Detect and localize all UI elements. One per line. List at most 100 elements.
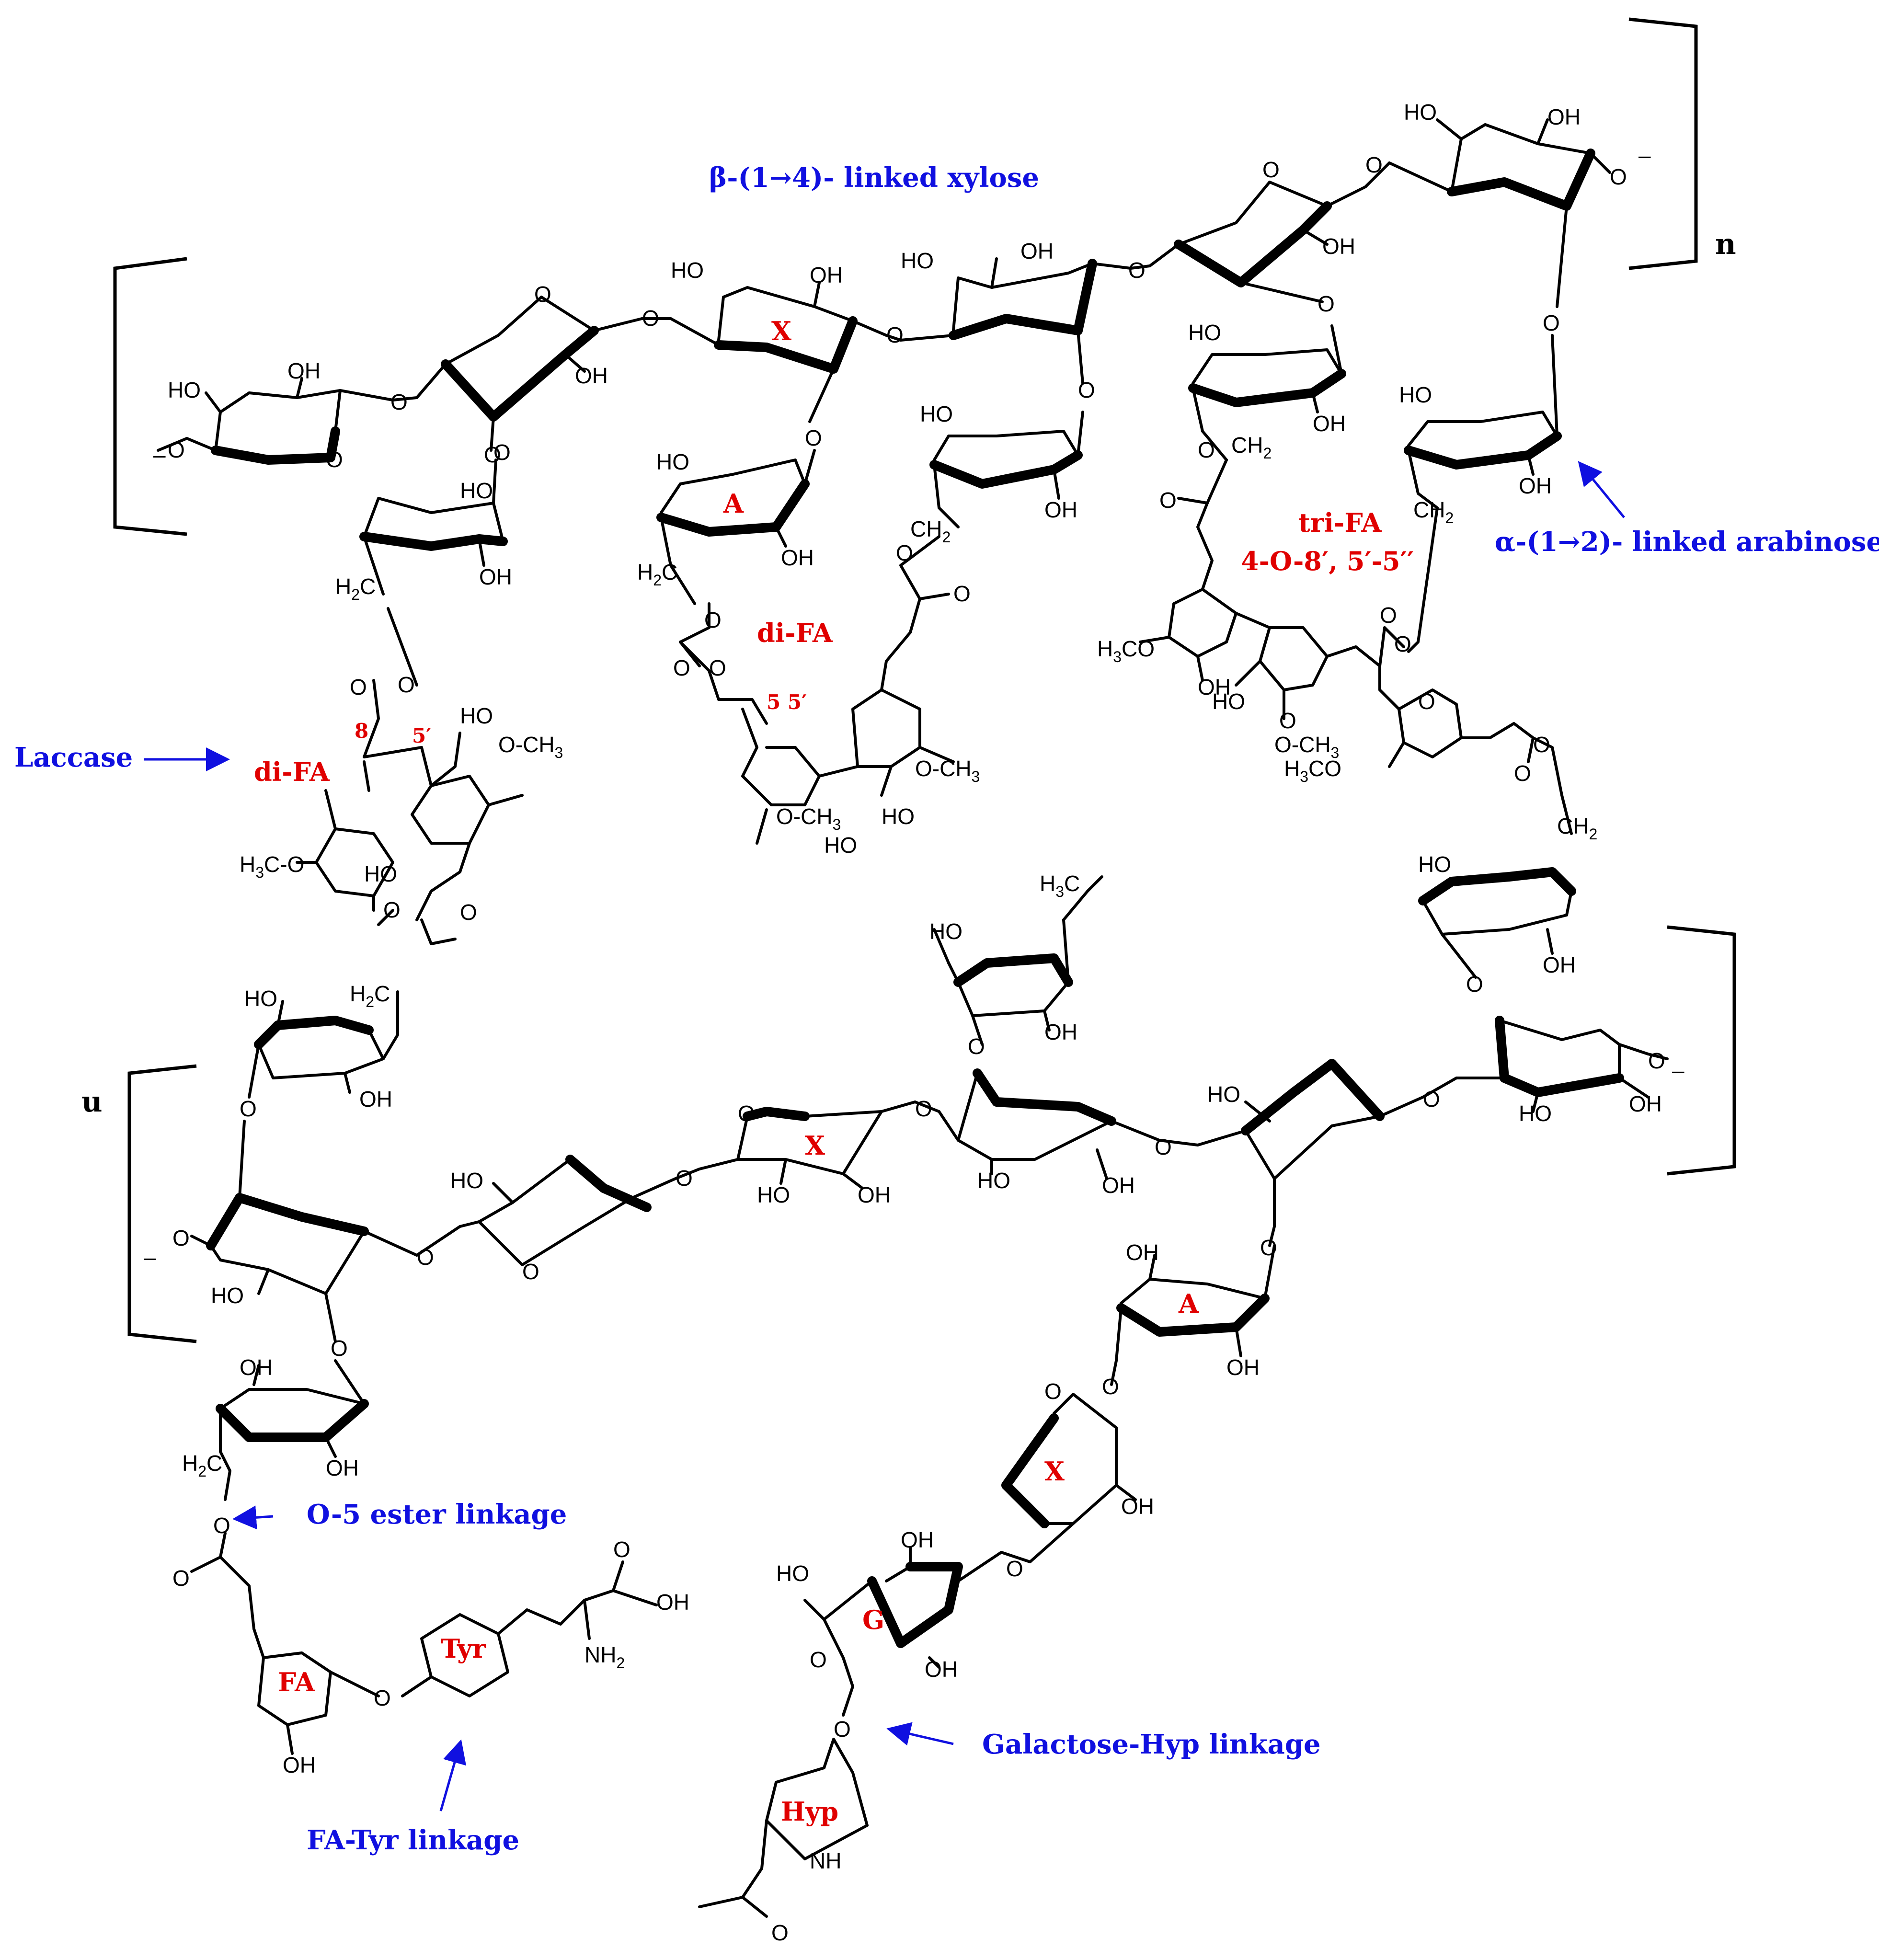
trifa-structure	[1139, 458, 1563, 797]
atom-ho: HO	[1399, 382, 1432, 407]
atom-o: O	[213, 1513, 230, 1538]
xylose-ring-1	[185, 377, 394, 465]
repeat-n: n	[1715, 228, 1736, 261]
atom-o: O	[953, 581, 971, 606]
atom-o: O	[810, 1647, 827, 1672]
atom-ho: HO	[211, 1283, 244, 1308]
xylose-ring-center-lower	[1196, 1059, 1424, 1228]
atom-o: O	[168, 437, 185, 462]
atom-o: O	[704, 607, 722, 632]
bracket-top-left	[113, 257, 187, 536]
atom-ho: HO	[977, 1168, 1010, 1193]
label-xylose-x1: X	[771, 316, 791, 346]
label-galactose-g: G	[862, 1605, 884, 1635]
atom-o: O	[493, 440, 511, 465]
hyp-ring	[698, 1738, 869, 1918]
arabinose-ring-1	[359, 458, 508, 596]
atom-oh: OH	[479, 564, 512, 589]
atom-o: O	[1155, 1135, 1172, 1159]
atom-h2c: H2C	[350, 981, 390, 1010]
atom-ho: HO	[757, 1182, 790, 1207]
atom-o: O	[1418, 689, 1435, 714]
arrow-ester	[232, 1505, 274, 1530]
xylose-ring-x-lower	[698, 1100, 917, 1190]
atom-oh: OH	[283, 1753, 316, 1777]
atom-oh: OH	[1102, 1173, 1135, 1198]
atom-nh2: NH2	[584, 1642, 625, 1672]
arabinose-ring-left-lower-upper	[248, 990, 399, 1099]
label-pos-5-5prime: 5 5′	[767, 690, 807, 714]
atom-oh: OH	[359, 1087, 392, 1112]
xylose-ring-6	[1388, 118, 1611, 308]
atom-o: O	[1279, 708, 1296, 733]
atom-h2c: H2C	[637, 560, 677, 589]
atom-labels: – O HO OH O O O OH O O HO OH O HO OH O O…	[144, 100, 1684, 1945]
atom-o: O	[374, 1685, 391, 1710]
atom-o: O	[886, 322, 904, 347]
atom-o: O	[676, 1166, 693, 1191]
atom-h3co: H3CO	[1097, 636, 1155, 665]
label-xylose-x3: X	[1044, 1456, 1065, 1487]
arrow-fa-tyr	[439, 1739, 467, 1811]
atom-o: O	[390, 390, 408, 414]
atom-oh: OH	[326, 1456, 359, 1480]
atom-o: O	[1078, 378, 1095, 402]
atom-o: O	[1318, 291, 1335, 316]
xylose-ring-left-lower-o	[458, 1155, 677, 1266]
atom-ch2: CH2	[1231, 433, 1272, 462]
atom-o: O	[738, 1101, 755, 1126]
atom-o: O	[326, 447, 343, 472]
svg-text:–: –	[1638, 143, 1651, 168]
difa-left-structure	[296, 607, 524, 945]
label-hyp: Hyp	[781, 1796, 838, 1827]
atom-ho: HO	[929, 919, 962, 944]
label-arabinose-linkage: α-(1→2)- linked arabinose	[1495, 526, 1879, 558]
atom-ho: HO	[776, 1561, 809, 1586]
svg-text:–: –	[1672, 1058, 1684, 1083]
atom-oh: OH	[1519, 473, 1552, 498]
atom-o: O	[1262, 157, 1280, 182]
bracket-bottom-left	[127, 1064, 197, 1343]
atom-o: O	[1380, 603, 1397, 628]
atom-och3: O-CH3	[1274, 732, 1339, 761]
label-laccase: Laccase	[14, 742, 133, 773]
atom-o: O	[968, 1034, 985, 1059]
atom-oh: OH	[575, 363, 608, 388]
atom-h2c: H2C	[182, 1451, 222, 1480]
atom-o: O	[1533, 732, 1550, 757]
fucose-ring	[947, 918, 1073, 1046]
atom-o: O	[383, 897, 401, 922]
atom-oh: OH	[1629, 1091, 1662, 1116]
arabinose-ring-a-lower	[1115, 1244, 1276, 1362]
galactose-ring-g	[803, 1546, 1003, 1717]
atom-cooh: OH	[656, 1590, 689, 1615]
atom-oh: OH	[1126, 1240, 1159, 1265]
bracket-bottom-right	[1667, 925, 1736, 1176]
atom-oh: OH	[1322, 234, 1355, 259]
atom-o: O	[240, 1096, 257, 1121]
label-fa-tyr-linkage: FA-Tyr linkage	[307, 1824, 519, 1856]
label-tyr: Tyr	[441, 1633, 486, 1664]
label-difa-left: di-FA	[254, 756, 330, 787]
atom-ch2: CH2	[910, 516, 951, 546]
svg-text:–: –	[144, 1245, 156, 1270]
atom-o: O	[709, 655, 726, 680]
atom-o: O	[417, 1245, 434, 1270]
atom-o: O	[1102, 1374, 1119, 1399]
atom-oh: OH	[1226, 1355, 1260, 1380]
atom-o: O	[484, 442, 501, 467]
atom-o: O	[771, 1920, 789, 1945]
xylose-ring-left-lower	[190, 1120, 418, 1343]
atom-h2c: H2C	[335, 574, 376, 603]
atom-oh: OH	[1313, 411, 1346, 436]
atom-h3co: H3C-O	[240, 852, 304, 881]
atom-oh: OH	[810, 263, 843, 287]
atom-o: O	[522, 1259, 539, 1284]
atom-oh: OH	[925, 1657, 958, 1682]
atom-oh: OH	[781, 545, 814, 570]
atom-o: O	[1466, 972, 1483, 997]
atom-ho: HO	[824, 833, 857, 858]
atom-o: O	[1159, 488, 1177, 513]
atom-o: O	[1648, 1048, 1665, 1073]
atom-ho: HO	[920, 401, 953, 426]
